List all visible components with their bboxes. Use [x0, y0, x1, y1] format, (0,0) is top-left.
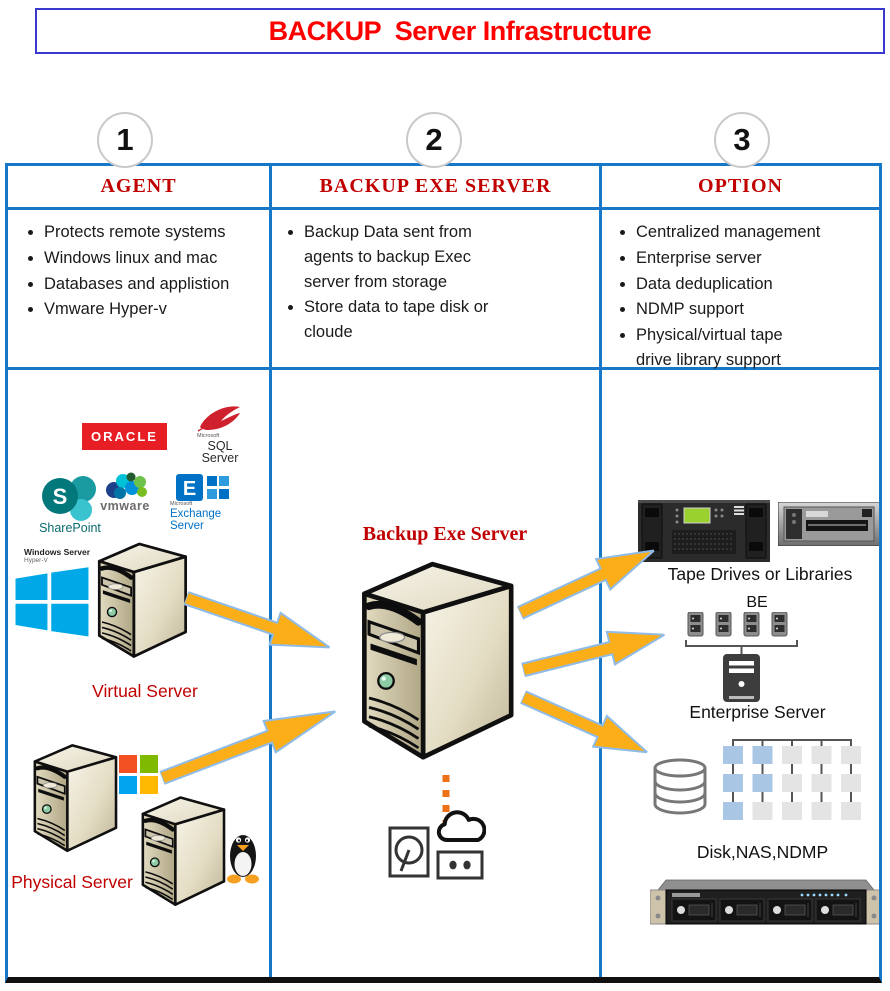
tux-penguin-icon [227, 835, 259, 884]
enterprise-tower-icon [723, 654, 760, 702]
header-cell-option: OPTION [602, 166, 879, 210]
oracle-label: ORACLE [91, 429, 158, 444]
windows-flag-icon [15, 567, 89, 637]
bullet-item: NDMP support [636, 297, 823, 322]
database-cylinder-icon [653, 758, 707, 815]
bullet-item: Physical/virtual tape drive library supp… [636, 323, 823, 373]
oracle-logo: ORACLE [82, 423, 167, 450]
bullet-item: Backup Data sent from agents to backup E… [304, 220, 489, 294]
header-backup-exe-server: BACKUP EXE SERVER [319, 175, 552, 197]
windows-server-label: Windows Server [24, 547, 91, 557]
sql-server-brand: Microsoft [197, 433, 220, 439]
step-circle-2: 2 [406, 112, 462, 168]
bullets-option: Centralized management Enterprise server… [602, 210, 879, 370]
tape-drives-label: Tape Drives or Libraries [667, 564, 853, 584]
bullet-item: Enterprise server [636, 246, 823, 271]
mini-servers-icon [687, 612, 788, 637]
bullet-item: Windows linux and mac [44, 246, 244, 271]
step-circle-1: 1 [97, 112, 153, 168]
bullet-list: Backup Data sent from agents to backup E… [272, 220, 595, 345]
exchange-brand: Microsoft [170, 501, 193, 507]
header-cell-agent: AGENT [8, 166, 272, 210]
microsoft-squares-icon [119, 755, 158, 794]
bullet-item: Protects remote systems [44, 220, 244, 245]
physical-server-label: Physical Server [11, 872, 133, 892]
exchange-label-block: Microsoft Exchange Server [170, 501, 256, 533]
header-option: OPTION [698, 175, 783, 197]
tape-cartridge-icon [436, 850, 484, 880]
nas-rack-image [650, 879, 882, 925]
svg-text:S: S [53, 484, 68, 509]
hyperv-label: Hyper-V [24, 556, 48, 564]
diagram-cell-backup [272, 370, 602, 977]
header-cell-backup: BACKUP EXE SERVER [272, 166, 602, 210]
sharepoint-label: SharePoint [39, 521, 101, 535]
diagram-cell-option [602, 370, 879, 977]
page-title: BACKUP Server Infrastructure [268, 15, 652, 46]
vmware-label: vmware [100, 499, 150, 513]
step-number: 1 [116, 122, 134, 157]
diagram-cell-agent [8, 370, 272, 977]
disk-nas-ndmp-label: Disk,NAS,NDMP [696, 842, 829, 862]
svg-text:E: E [183, 478, 196, 500]
bullet-item: Databases and applistion [44, 272, 244, 297]
bullet-item: Store data to tape disk or cloude [304, 295, 489, 345]
step-number: 3 [733, 122, 751, 157]
be-label: BE [746, 594, 768, 611]
bracket-connector [685, 640, 798, 654]
vmware-cloud-icon [106, 472, 147, 499]
sql-server-logo: Microsoft SQL Server [190, 402, 250, 465]
sql-server-label: SQL Server [201, 438, 239, 465]
bullet-list: Protects remote systems Windows linux an… [8, 220, 265, 322]
exchange-icon: E [176, 474, 229, 501]
enterprise-server-label: Enterprise Server [689, 702, 826, 722]
three-column-table: AGENT BACKUP EXE SERVER OPTION Protects … [5, 163, 882, 983]
step-number: 2 [425, 122, 443, 157]
tape-drive-image [778, 502, 880, 546]
exchange-label: Exchange Server [170, 507, 222, 533]
bullet-item: Data deduplication [636, 272, 823, 297]
tape-library-image [638, 500, 770, 562]
dedup-blocks-icon [723, 739, 861, 820]
backup-exe-server-label: Backup Exe Server [362, 523, 528, 545]
bullet-item: Centralized management [636, 220, 823, 245]
be-cluster-icon [685, 612, 798, 702]
hdd-icon [388, 826, 430, 878]
sharepoint-icon: S [42, 476, 96, 521]
step-circle-3: 3 [714, 112, 770, 168]
bullet-list: Centralized management Enterprise server… [602, 220, 875, 373]
bullets-agent: Protects remote systems Windows linux an… [8, 210, 272, 370]
header-agent: AGENT [100, 175, 177, 197]
virtual-server-label: Virtual Server [92, 681, 198, 701]
windows-server-hyperv-label: Windows Server Hyper-V [24, 548, 114, 564]
cloud-icon [436, 810, 486, 843]
title-box: BACKUP Server Infrastructure [35, 8, 885, 54]
bullets-backup: Backup Data sent from agents to backup E… [272, 210, 602, 370]
sql-server-swoosh-icon [197, 406, 240, 432]
bullet-item: Vmware Hyper-v [44, 297, 244, 322]
